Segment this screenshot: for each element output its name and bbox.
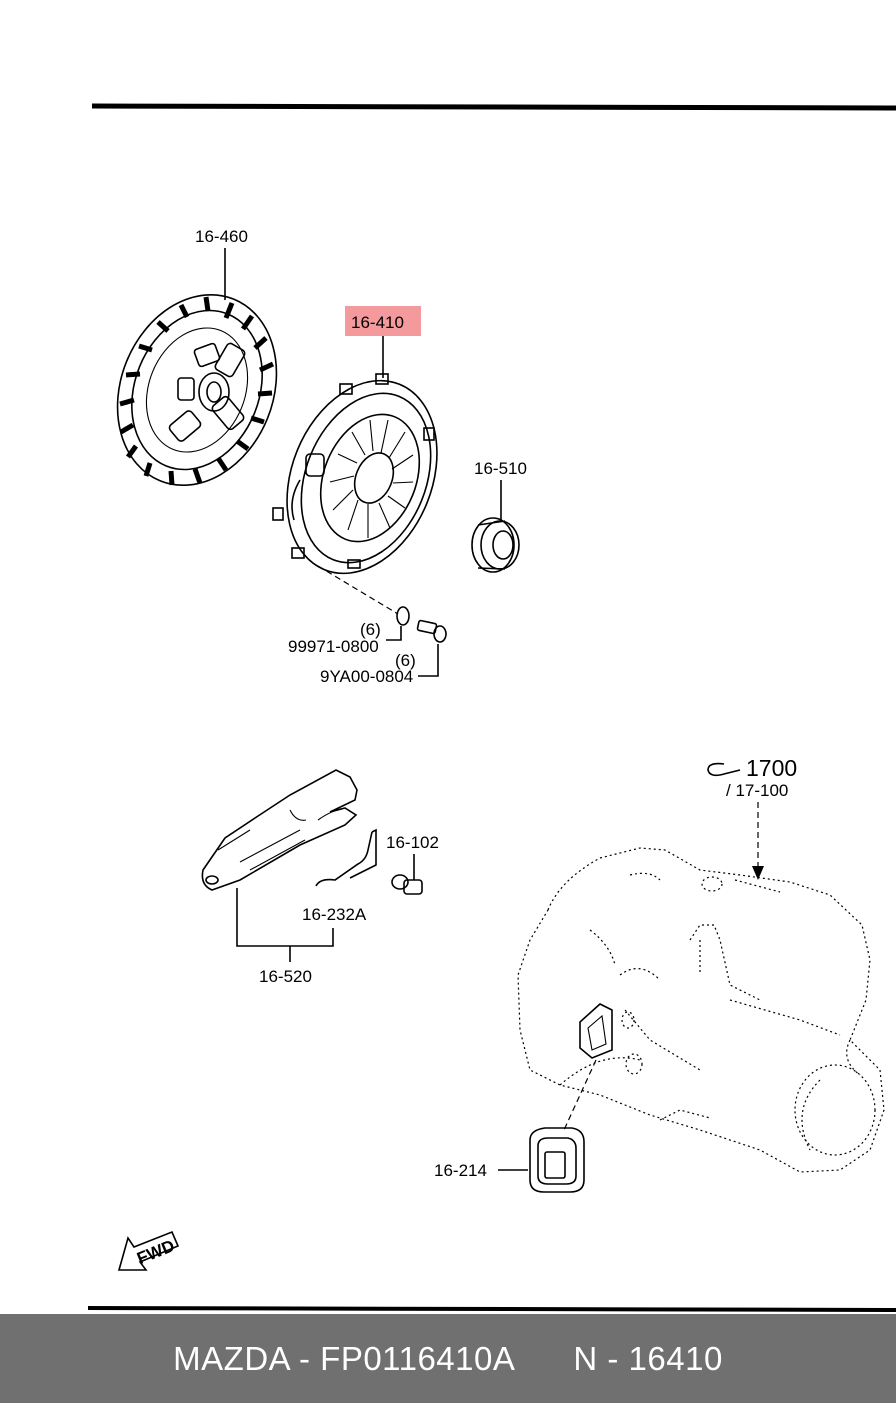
label-washer-qty: (6) bbox=[360, 620, 381, 639]
reference-icon bbox=[707, 762, 741, 777]
boot[interactable] bbox=[529, 1127, 585, 1193]
label-16-510: 16-510 bbox=[474, 459, 527, 478]
label-16-102: 16-102 bbox=[386, 833, 439, 852]
highlight-16-410 bbox=[345, 306, 421, 336]
label-9YA00-0804: 9YA00-0804 bbox=[320, 667, 413, 686]
label-17-100: / 17-100 bbox=[726, 781, 788, 800]
release-bearing[interactable] bbox=[471, 517, 520, 573]
transmission-housing bbox=[517, 847, 885, 1173]
clutch-cover[interactable] bbox=[260, 358, 465, 596]
label-1700: 1700 bbox=[746, 755, 797, 781]
clutch-disc[interactable] bbox=[90, 248, 304, 509]
label-16-214: 16-214 bbox=[434, 1161, 487, 1180]
footer-bar: MAZDA - FP0116410A N - 16410 bbox=[0, 1314, 896, 1403]
bottom-rule bbox=[87, 1306, 896, 1312]
label-16-232A: 16-232A bbox=[302, 905, 367, 924]
label-16-410: 16-410 bbox=[351, 313, 404, 332]
fwd-arrow-icon: FWD bbox=[117, 1230, 180, 1271]
footer-gap bbox=[515, 1340, 573, 1378]
release-fork[interactable] bbox=[201, 769, 358, 891]
svg-text:FWD: FWD bbox=[134, 1236, 177, 1268]
label-16-460: 16-460 bbox=[195, 227, 248, 246]
label-16-520: 16-520 bbox=[259, 967, 312, 986]
label-99971-0800: 99971-0800 bbox=[288, 637, 379, 656]
footer-reference: N - 16410 bbox=[573, 1339, 723, 1377]
top-rule bbox=[91, 103, 896, 111]
bolt[interactable] bbox=[416, 619, 447, 643]
footer-part-number: MAZDA - FP0116410A bbox=[173, 1339, 516, 1377]
pivot-bolt[interactable] bbox=[391, 874, 423, 895]
label-bolt-qty: (6) bbox=[395, 651, 416, 670]
washer[interactable] bbox=[396, 606, 410, 626]
spring-clip[interactable] bbox=[315, 828, 377, 887]
